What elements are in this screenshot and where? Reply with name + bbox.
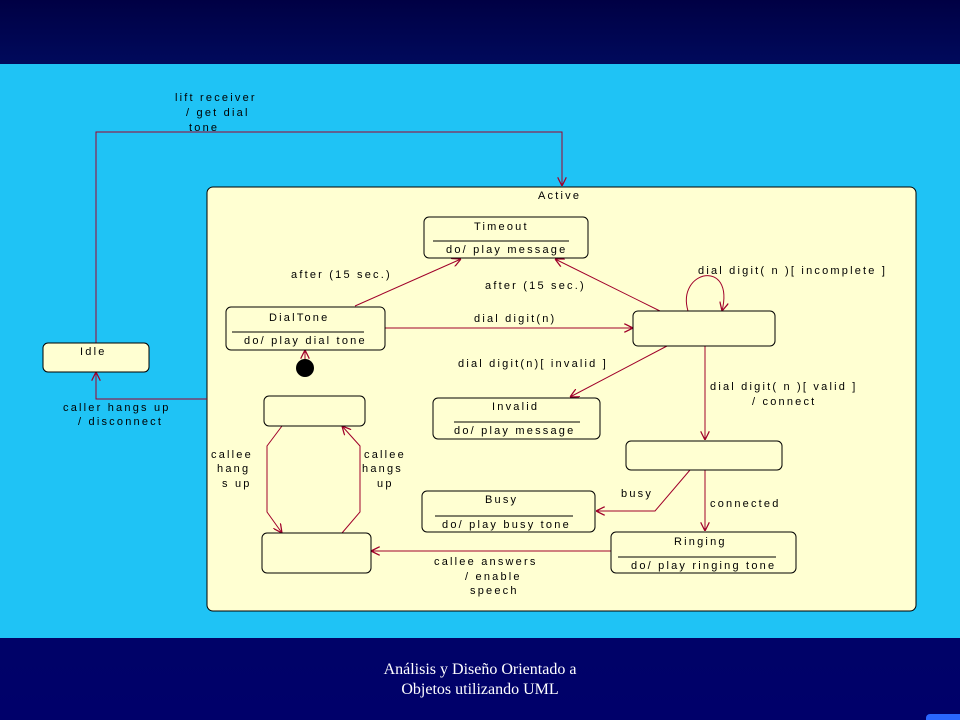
transition-lift-receiver [95,131,562,343]
state-invalid[interactable] [432,397,601,440]
state-pinned[interactable] [263,395,366,427]
label-dialing-invalid: dial digit(n)[ invalid ] [458,358,608,370]
initial-state-dot [296,359,314,377]
state-talking[interactable] [261,532,372,574]
label-talking-pinned-1: callee [364,449,406,461]
transition-connecting-busy [596,469,691,511]
state-timeout[interactable] [423,216,589,259]
label-dialing-timeout: after (15 sec.) [485,280,586,292]
label-ringing-talking-3: speech [470,585,519,597]
state-dialtone-activity: do/ play dial tone [244,335,367,347]
label-talking-pinned-3: up [377,478,394,490]
transition-dialing-self [685,275,724,311]
label-caller-hangs-up-1: caller hangs up [63,402,171,414]
transition-pinned-talking [266,425,282,533]
state-dialtone[interactable] [225,306,386,351]
state-timeout-activity: do/ play message [446,244,567,256]
transition-dialtone-timeout [354,259,461,307]
state-idle-label: Idle [80,346,107,358]
state-dialing[interactable] [632,310,776,347]
label-talking-pinned-2: hangs [362,463,403,475]
state-invalid-activity: do/ play message [454,425,575,437]
label-lift-receiver-2: / get dial [186,107,250,119]
footer-line-2: Objetos utilizando UML [401,681,559,698]
state-dialtone-label: DialTone [269,312,329,324]
transition-talking-pinned [342,426,361,534]
label-connecting-ringing: connected [710,498,781,510]
label-pinned-talking-3: s up [222,478,252,490]
footer-line-1: Análisis y Diseño Orientado a [383,661,577,678]
label-caller-hangs-up-2: / disconnect [78,416,163,428]
state-diagram: Active [0,64,960,638]
state-ringing-label: Ringing [674,536,727,548]
label-ringing-talking-2: / enable [465,571,522,583]
label-dialing-connecting-1: dial digit( n )[ valid ] [710,381,858,393]
active-label: Active [538,190,581,202]
label-dialtone-dialing: dial digit(n) [474,313,556,325]
label-connecting-busy: busy [621,488,653,500]
state-timeout-label: Timeout [474,221,529,233]
label-ringing-talking-1: callee answers [434,556,538,568]
label-dialing-connecting-2: / connect [752,396,816,408]
label-pinned-talking-1: callee [211,449,253,461]
state-idle[interactable] [42,342,150,373]
transition-dialing-timeout [555,259,663,313]
label-lift-receiver-1: lift receiver [175,92,257,104]
state-ringing[interactable] [610,531,797,574]
label-pinned-talking-2: hang [217,463,250,475]
label-dialing-self: dial digit( n )[ incomplete ] [698,265,887,277]
transition-dialing-invalid [570,345,668,397]
state-ringing-activity: do/ play ringing tone [631,560,776,572]
state-busy[interactable] [421,490,596,533]
state-busy-activity: do/ play busy tone [442,519,571,531]
state-busy-label: Busy [485,494,518,506]
transition-caller-hangs-up [96,372,207,400]
state-invalid-label: Invalid [492,401,539,413]
corner-decoration [926,714,960,720]
slide-footer: Análisis y Diseño Orientado a Objetos ut… [300,660,660,700]
label-lift-receiver-3: tone [189,122,219,134]
top-band [0,0,960,64]
label-dialtone-timeout: after (15 sec.) [291,269,392,281]
state-connecting[interactable] [625,440,783,471]
